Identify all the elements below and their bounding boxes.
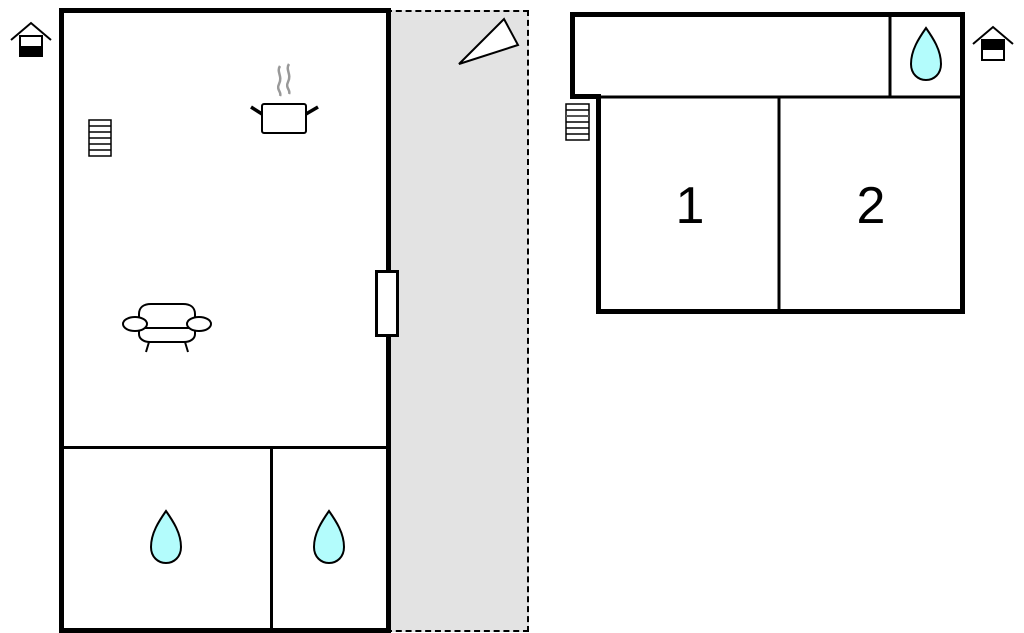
bedroom-1-label: 1 [675, 177, 705, 235]
stairs-icon [88, 119, 112, 157]
upper-floor-outline [568, 10, 968, 316]
house-level-upper-icon [971, 23, 1015, 63]
wall-divider [62, 446, 388, 449]
water-drop-icon [149, 509, 183, 565]
terrace-area [386, 10, 529, 632]
armchair-icon [122, 302, 212, 354]
bedroom-2-label: 2 [856, 177, 886, 235]
stairs-icon [565, 103, 590, 141]
upper-floor-plan: 1 2 [540, 0, 1024, 633]
house-level-ground-icon [9, 19, 53, 59]
ground-floor-plan [9, 8, 529, 633]
terrace-door [375, 270, 399, 337]
water-drop-icon [909, 26, 943, 82]
water-drop-icon [312, 509, 346, 565]
wall-divider [270, 447, 273, 629]
cooking-pot-icon [248, 62, 322, 136]
terrace-wedge-icon [456, 17, 522, 67]
